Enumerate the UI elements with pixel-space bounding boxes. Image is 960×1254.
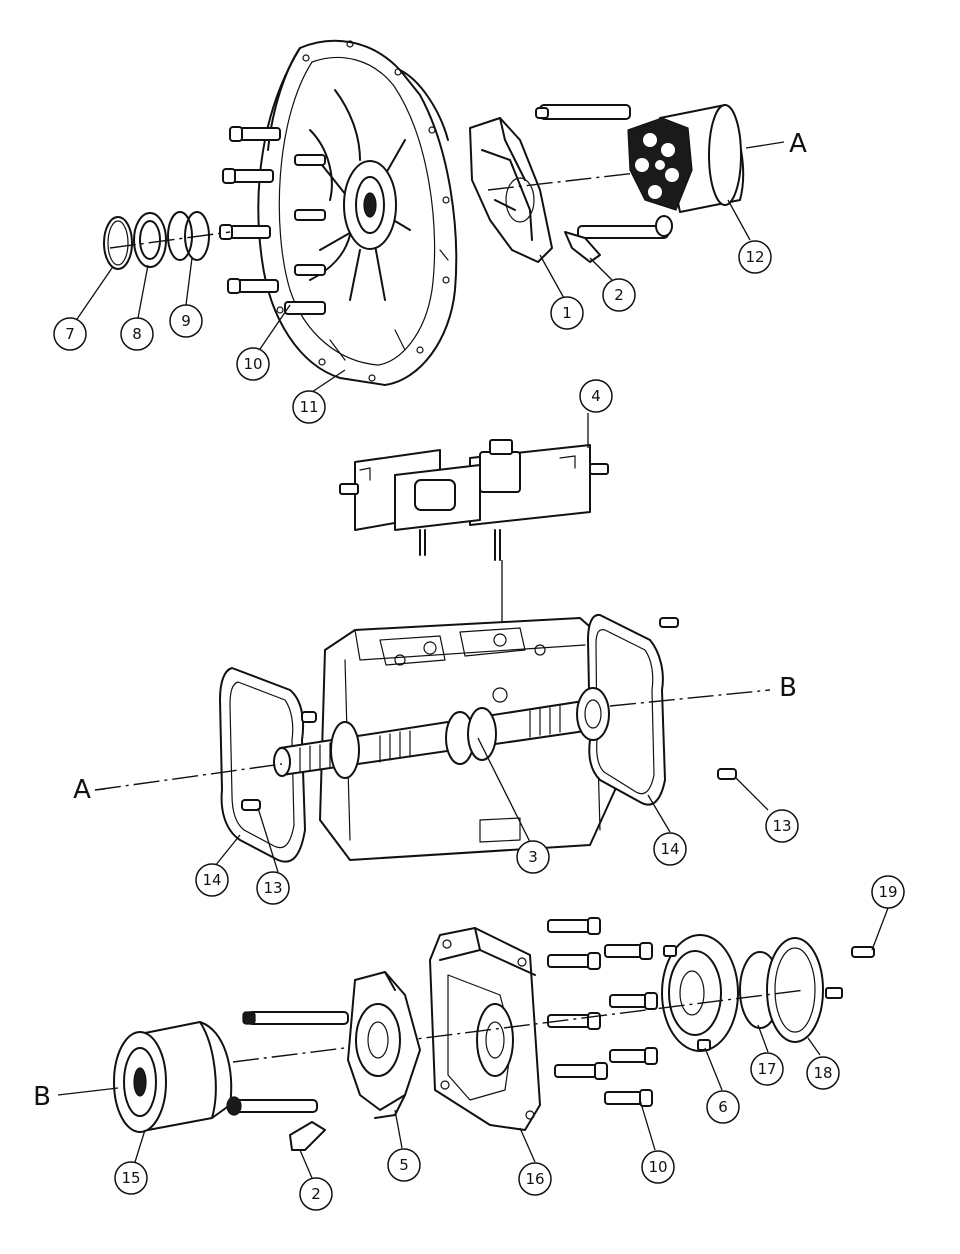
section-mark-a-middle: A: [73, 775, 91, 805]
retaining-rod-rear: [242, 1011, 349, 1025]
svg-text:13: 13: [772, 817, 791, 835]
screw-19: [851, 946, 875, 958]
callout-11: 11: [292, 390, 326, 424]
control-valve: [339, 439, 609, 561]
callout-4: 4: [579, 379, 613, 413]
callout-8: 8: [120, 317, 154, 351]
callout-16: 16: [518, 1162, 552, 1196]
shaft-seal: [133, 212, 167, 268]
svg-text:1: 1: [562, 304, 572, 322]
svg-text:11: 11: [299, 398, 318, 416]
cover-plate: [766, 937, 843, 1043]
callout-leaders: [74, 199, 889, 1179]
retaining-ring: [103, 216, 133, 270]
callout-bubbles: 7 8 9 10 11 1 2 12 4 13 14 3 14 13 19 17…: [53, 240, 905, 1211]
middle-assembly: A B: [73, 439, 797, 863]
callout-9: 9: [169, 304, 203, 338]
svg-text:16: 16: [525, 1170, 544, 1188]
callout-10-rear: 10: [641, 1150, 675, 1184]
callout-13-right: 13: [765, 809, 799, 843]
bottom-assembly: B: [33, 917, 875, 1151]
drive-shaft: [273, 687, 610, 779]
svg-text:8: 8: [132, 325, 142, 343]
top-assembly: A: [103, 39, 807, 386]
svg-text:18: 18: [813, 1064, 832, 1082]
callout-6: 6: [706, 1090, 740, 1124]
svg-text:10: 10: [648, 1158, 667, 1176]
svg-text:5: 5: [399, 1156, 409, 1174]
callout-14-right: 14: [653, 832, 687, 866]
servo-piston-rear: [226, 1096, 326, 1151]
svg-text:13: 13: [263, 879, 282, 897]
callout-15: 15: [114, 1161, 148, 1195]
svg-text:19: 19: [878, 883, 897, 901]
svg-text:17: 17: [757, 1060, 776, 1078]
gasket-left: [219, 667, 306, 863]
servo-piston-front: [564, 215, 673, 263]
svg-text:12: 12: [745, 248, 764, 266]
svg-text:14: 14: [202, 871, 221, 889]
section-mark-b-bottom: B: [33, 1082, 51, 1112]
callout-2-front: 2: [602, 278, 636, 312]
svg-text:7: 7: [65, 325, 75, 343]
callout-12: 12: [738, 240, 772, 274]
callout-7: 7: [53, 317, 87, 351]
svg-text:14: 14: [660, 840, 679, 858]
dowel-pins-middle: [241, 617, 737, 811]
callout-14-left: 14: [195, 863, 229, 897]
svg-text:9: 9: [181, 312, 191, 330]
cap-screws-rear: [547, 917, 658, 1107]
callout-3: 3: [516, 840, 550, 874]
o-ring-pair: [167, 211, 210, 261]
cap-screws-front: [219, 126, 326, 315]
swashplate-rear: [347, 971, 421, 1119]
rotating-group-rear: [113, 1021, 233, 1133]
callout-2-rear: 2: [299, 1177, 333, 1211]
svg-text:6: 6: [718, 1098, 728, 1116]
end-cap: [429, 927, 541, 1131]
gasket-right: [587, 613, 666, 806]
retaining-rod: [535, 104, 631, 120]
section-mark-a-top: A: [789, 129, 807, 159]
rotating-group-front: [627, 104, 745, 213]
svg-text:15: 15: [121, 1169, 140, 1187]
callout-10-front: 10: [236, 347, 270, 381]
callout-5: 5: [387, 1148, 421, 1182]
svg-text:10: 10: [243, 355, 262, 373]
callout-19: 19: [871, 875, 905, 909]
svg-text:4: 4: [591, 387, 601, 405]
svg-text:2: 2: [614, 286, 624, 304]
callout-13-left: 13: [256, 871, 290, 905]
svg-text:2: 2: [311, 1185, 321, 1203]
callout-1: 1: [550, 296, 584, 330]
front-housing-flange: [257, 39, 458, 386]
section-mark-b-middle: B: [779, 673, 797, 703]
callout-18: 18: [806, 1056, 840, 1090]
callout-17: 17: [750, 1052, 784, 1086]
svg-text:3: 3: [528, 848, 538, 866]
auxiliary-pad: [661, 934, 739, 1052]
swashplate-front: [469, 117, 553, 263]
